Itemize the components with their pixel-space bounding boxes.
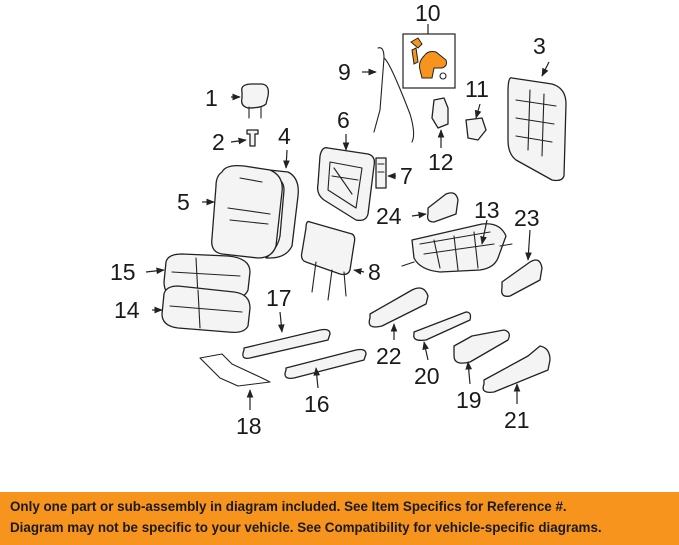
callout-3: 3 — [533, 33, 546, 59]
callout-5: 5 — [177, 189, 190, 215]
disclaimer-banner: Only one part or sub-assembly in diagram… — [0, 492, 679, 545]
side-cover — [501, 259, 543, 297]
cushion-pad — [161, 285, 251, 334]
wire-18 — [199, 353, 271, 387]
callout-24: 24 — [376, 203, 402, 229]
callout-17: 17 — [266, 285, 292, 311]
seatback — [211, 164, 299, 259]
callout-19: 19 — [456, 387, 482, 413]
rail-17 — [242, 328, 331, 359]
seat-frame — [401, 223, 513, 273]
disclaimer-line-1: Only one part or sub-assembly in diagram… — [10, 499, 567, 514]
callout-11: 11 — [465, 76, 489, 102]
rail-16 — [284, 348, 367, 379]
callout-8: 8 — [368, 259, 381, 285]
headrest-guide — [246, 129, 259, 147]
callout-4: 4 — [278, 123, 291, 149]
callout-21: 21 — [504, 407, 530, 433]
wire-frame — [373, 47, 415, 143]
bracket-24 — [426, 192, 459, 223]
back-panel — [507, 77, 567, 182]
disclaimer-line-2: Diagram may not be specific to your vehi… — [10, 520, 602, 535]
leader-lines — [145, 24, 550, 410]
parts-diagram: 1 2 3 4 5 6 7 8 9 10 11 12 13 14 15 16 1… — [110, 0, 567, 439]
callout-9: 9 — [338, 59, 351, 85]
callout-23: 23 — [514, 205, 540, 231]
covers — [431, 97, 487, 141]
rail-20 — [413, 311, 472, 342]
callout-10: 10 — [415, 0, 441, 26]
back-board — [300, 220, 356, 301]
callout-16: 16 — [304, 391, 330, 417]
callout-15: 15 — [110, 259, 136, 285]
cover-21 — [482, 345, 551, 393]
headrest — [240, 83, 270, 119]
callout-18: 18 — [236, 413, 262, 439]
bracket — [375, 157, 387, 189]
callout-12: 12 — [428, 149, 454, 175]
callout-14: 14 — [114, 297, 140, 323]
callout-22: 22 — [376, 343, 402, 369]
seatback-frame — [316, 147, 376, 222]
callout-7: 7 — [400, 163, 413, 189]
rail-19 — [453, 329, 510, 364]
rail-22 — [368, 287, 429, 328]
callout-2: 2 — [212, 129, 225, 155]
callout-20: 20 — [414, 363, 440, 389]
callout-13: 13 — [474, 197, 500, 223]
callout-6: 6 — [337, 107, 350, 133]
callout-1: 1 — [205, 85, 218, 111]
highlighted-part-10 — [402, 33, 456, 89]
callout-numbers: 1 2 3 4 5 6 7 8 9 10 11 12 13 14 15 16 1… — [110, 0, 546, 439]
